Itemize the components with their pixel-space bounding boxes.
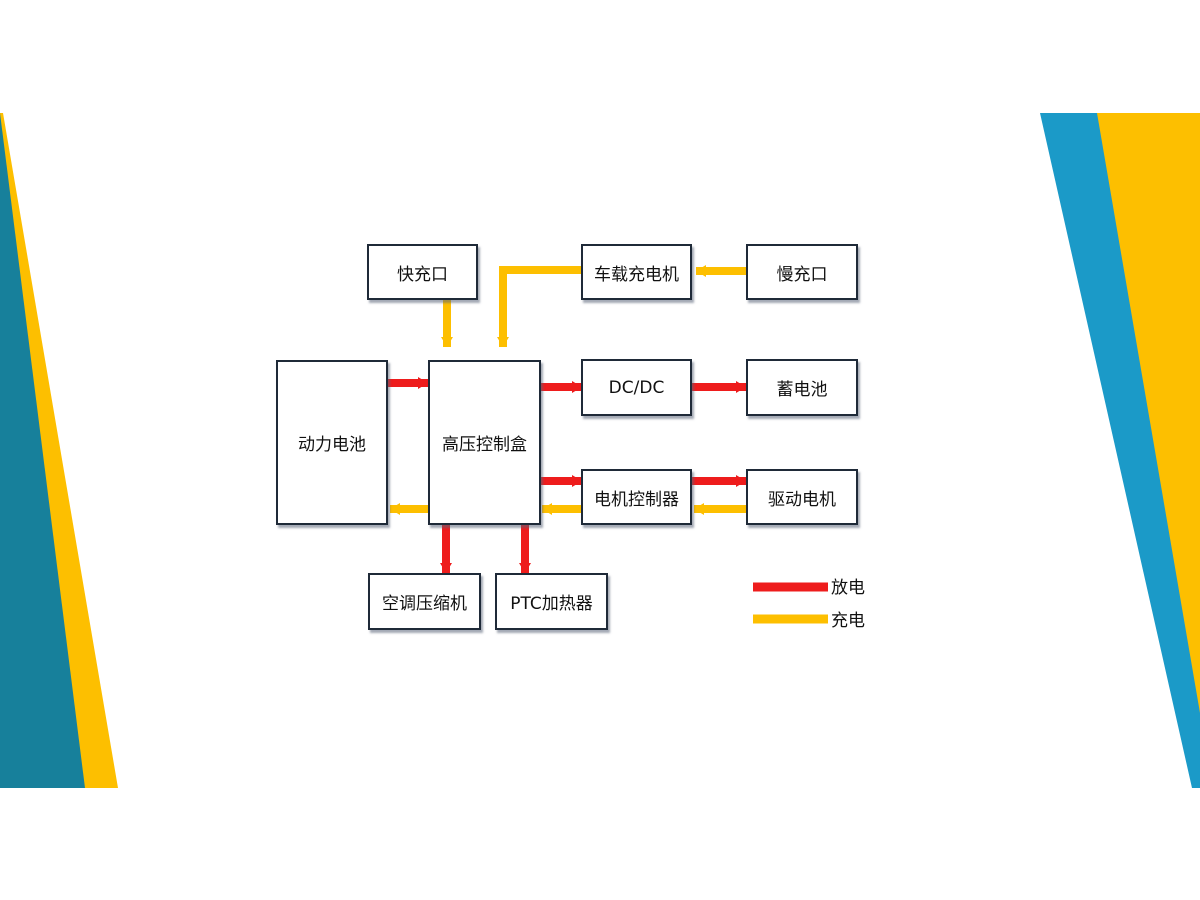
legend-discharge-label: 放电 xyxy=(831,578,865,598)
slide: 快充口 车载充电机 慢充口 动力电池 高压控制盒 DC/DC 蓄电池 电机控制器… xyxy=(0,113,1200,788)
motor-controller-label: 电机控制器 xyxy=(594,489,679,510)
power-battery-label: 动力电池 xyxy=(298,435,366,455)
slide-decoration xyxy=(0,113,1200,788)
ptc-heater-label: PTC加热器 xyxy=(510,594,593,614)
right-yellow-shape xyxy=(1097,113,1200,713)
hv-control-box: 高压控制盒 xyxy=(428,360,541,525)
arrow-onboard-charger-to-hv-box xyxy=(497,266,582,347)
dcdc-box: DC/DC xyxy=(581,359,692,416)
flow-arrows xyxy=(387,265,828,624)
dcdc-label: DC/DC xyxy=(608,377,665,398)
slow-charge-port-label: 慢充口 xyxy=(776,264,828,285)
hv-control-box-label: 高压控制盒 xyxy=(442,435,527,455)
left-teal-shape xyxy=(0,113,85,788)
power-battery-box: 动力电池 xyxy=(276,360,388,525)
motor-controller-box: 电机控制器 xyxy=(581,469,692,525)
fast-charge-port-box: 快充口 xyxy=(367,244,478,300)
drive-motor-label: 驱动电机 xyxy=(768,489,836,510)
storage-battery-box: 蓄电池 xyxy=(746,359,858,416)
slow-charge-port-box: 慢充口 xyxy=(746,244,858,300)
storage-battery-label: 蓄电池 xyxy=(776,380,828,400)
ac-compressor-label: 空调压缩机 xyxy=(382,594,467,614)
onboard-charger-label: 车载充电机 xyxy=(594,264,679,285)
legend-charge-label: 充电 xyxy=(831,611,865,631)
onboard-charger-box: 车载充电机 xyxy=(581,244,692,300)
ac-compressor-box: 空调压缩机 xyxy=(368,573,481,630)
ptc-heater-box: PTC加热器 xyxy=(495,573,608,630)
drive-motor-box: 驱动电机 xyxy=(746,469,858,525)
fast-charge-port-label: 快充口 xyxy=(397,264,448,285)
